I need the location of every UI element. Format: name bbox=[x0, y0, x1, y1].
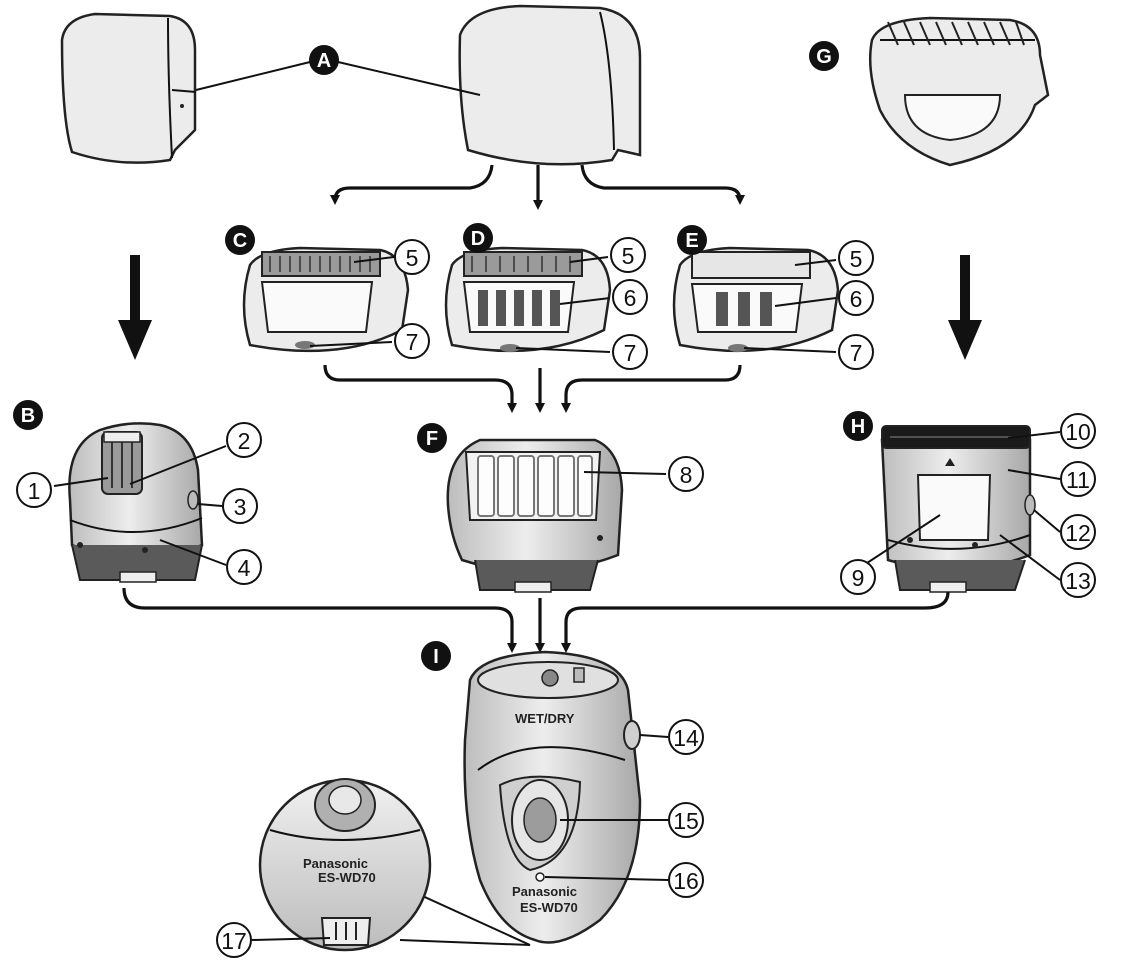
svg-text:H: H bbox=[851, 416, 865, 438]
svg-text:6: 6 bbox=[850, 286, 863, 312]
svg-text:B: B bbox=[21, 405, 35, 427]
svg-text:5: 5 bbox=[850, 246, 863, 272]
svg-text:7: 7 bbox=[624, 340, 637, 366]
svg-text:D: D bbox=[471, 228, 485, 250]
callout-10: 10 bbox=[1060, 413, 1096, 449]
badge-e: E bbox=[677, 225, 707, 255]
callout-leaders bbox=[53, 256, 1061, 941]
callout-15: 15 bbox=[668, 802, 704, 838]
arrow-a-to-e bbox=[580, 164, 745, 205]
callout-8: 8 bbox=[668, 456, 704, 492]
callout-5-e: 5 bbox=[838, 240, 874, 276]
wet-dry-label: WET/DRY bbox=[515, 711, 575, 726]
callout-9: 9 bbox=[840, 559, 876, 595]
svg-text:4: 4 bbox=[238, 555, 251, 581]
svg-text:A: A bbox=[317, 50, 331, 72]
svg-text:15: 15 bbox=[673, 808, 699, 834]
svg-text:5: 5 bbox=[622, 243, 635, 269]
badge-a-leader-left bbox=[195, 61, 311, 91]
arrow-c-to-f bbox=[323, 364, 517, 413]
comb-attachment-g bbox=[868, 16, 1050, 167]
shaver-head-h bbox=[880, 425, 1036, 593]
callout-7-d: 7 bbox=[612, 334, 648, 370]
main-body-i: WET/DRY Panasonic ES-WD70 bbox=[463, 650, 642, 944]
svg-text:1: 1 bbox=[28, 478, 41, 504]
badge-b: B bbox=[13, 400, 43, 430]
svg-text:9: 9 bbox=[852, 565, 865, 591]
callout-6-d: 6 bbox=[612, 279, 648, 315]
epilator-head-b bbox=[68, 422, 204, 583]
svg-text:10: 10 bbox=[1065, 419, 1091, 445]
svg-text:2: 2 bbox=[238, 428, 251, 454]
svg-text:C: C bbox=[233, 230, 247, 252]
badge-g: G bbox=[809, 41, 839, 71]
svg-text:F: F bbox=[426, 428, 438, 450]
arrow-h-to-i bbox=[561, 591, 950, 653]
badge-i: I bbox=[421, 641, 451, 671]
badge-f: F bbox=[417, 423, 447, 453]
callout-16: 16 bbox=[668, 862, 704, 898]
cap-e bbox=[672, 246, 840, 353]
cap-d bbox=[444, 246, 612, 353]
callout-7-e: 7 bbox=[838, 334, 874, 370]
callout-14: 14 bbox=[668, 719, 704, 755]
svg-text:13: 13 bbox=[1065, 568, 1091, 594]
callout-6-e: 6 bbox=[838, 280, 874, 316]
callout-3: 3 bbox=[222, 488, 258, 524]
inset-magnified-view: Panasonic ES-WD70 bbox=[258, 778, 531, 952]
callout-12: 12 bbox=[1060, 514, 1096, 550]
svg-text:I: I bbox=[433, 646, 439, 668]
badge-c: C bbox=[225, 225, 255, 255]
model-label: ES-WD70 bbox=[520, 900, 578, 915]
cap-a-side-view bbox=[60, 12, 197, 164]
inset-brand-label: Panasonic bbox=[303, 856, 368, 871]
arrow-a-to-c bbox=[330, 164, 494, 205]
cap-c bbox=[242, 246, 410, 353]
callout-11: 11 bbox=[1060, 461, 1096, 497]
svg-text:3: 3 bbox=[234, 494, 247, 520]
epilator-head-f bbox=[446, 438, 624, 593]
badge-h: H bbox=[843, 411, 873, 441]
badge-a-leader-right bbox=[337, 61, 481, 96]
callout-5-c: 5 bbox=[394, 239, 430, 275]
svg-text:G: G bbox=[816, 46, 832, 68]
arrow-b-to-i bbox=[122, 587, 517, 653]
callout-17: 17 bbox=[216, 922, 252, 958]
callout-1: 1 bbox=[16, 472, 52, 508]
svg-text:16: 16 bbox=[673, 868, 699, 894]
svg-text:8: 8 bbox=[680, 462, 693, 488]
svg-text:5: 5 bbox=[406, 245, 419, 271]
svg-text:11: 11 bbox=[1066, 467, 1090, 493]
inset-model-label: ES-WD70 bbox=[318, 870, 376, 885]
badge-a: A bbox=[309, 45, 339, 75]
cap-a-front-view bbox=[458, 4, 642, 166]
badge-d: D bbox=[463, 223, 493, 253]
callout-5-d: 5 bbox=[610, 237, 646, 273]
svg-text:6: 6 bbox=[624, 285, 637, 311]
svg-text:17: 17 bbox=[221, 928, 247, 954]
svg-text:12: 12 bbox=[1065, 520, 1091, 546]
svg-text:7: 7 bbox=[406, 329, 419, 355]
callout-7-c: 7 bbox=[394, 323, 430, 359]
svg-text:14: 14 bbox=[673, 725, 699, 751]
arrow-e-to-f bbox=[561, 364, 742, 413]
callout-4: 4 bbox=[226, 549, 262, 585]
callout-2: 2 bbox=[226, 422, 262, 458]
svg-text:E: E bbox=[685, 230, 698, 252]
svg-text:7: 7 bbox=[850, 340, 863, 366]
brand-label: Panasonic bbox=[512, 884, 577, 899]
callout-13: 13 bbox=[1060, 562, 1096, 598]
